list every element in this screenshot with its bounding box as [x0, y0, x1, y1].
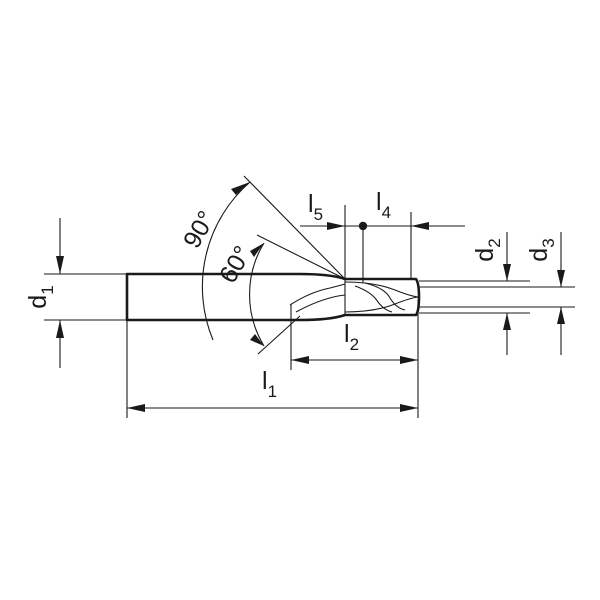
d1-subscript: 1 — [38, 285, 57, 294]
tool-outline — [125, 272, 421, 322]
d2-subscript: 2 — [485, 238, 504, 247]
l4-subscript: 4 — [382, 203, 391, 222]
d2-label: d — [471, 248, 499, 262]
l4-label: l — [376, 188, 382, 216]
l4-l5-dimensions: l5 l4 — [300, 188, 465, 283]
l5-label: l — [308, 190, 314, 218]
d2-d3-dimensions: d2 d3 — [419, 232, 575, 355]
angle-90-dimension: 90° — [178, 175, 346, 341]
svg-text:l2: l2 — [344, 320, 359, 354]
d3-label: d — [525, 248, 553, 262]
svg-text:d1: d1 — [24, 285, 57, 308]
l1-subscript: 1 — [268, 382, 277, 401]
l1-label: l — [262, 367, 268, 395]
angle-60-dimension: 60° — [214, 234, 346, 355]
l5-subscript: 5 — [314, 205, 323, 224]
svg-text:d2: d2 — [471, 238, 504, 261]
l2-label: l — [344, 320, 350, 348]
l1-dimension: l1 — [126, 300, 419, 418]
svg-text:l1: l1 — [262, 367, 277, 401]
l2-subscript: 2 — [350, 335, 359, 354]
d3-subscript: 3 — [539, 238, 558, 247]
l4-origin-dot — [358, 221, 368, 231]
l2-dimension: l2 — [290, 305, 418, 370]
d1-label: d — [24, 295, 52, 309]
svg-text:l4: l4 — [376, 188, 391, 222]
svg-text:d3: d3 — [525, 238, 558, 261]
svg-text:l5: l5 — [308, 190, 323, 224]
d1-dimension: d1 — [24, 218, 127, 368]
angle-90-label: 90° — [178, 206, 221, 253]
